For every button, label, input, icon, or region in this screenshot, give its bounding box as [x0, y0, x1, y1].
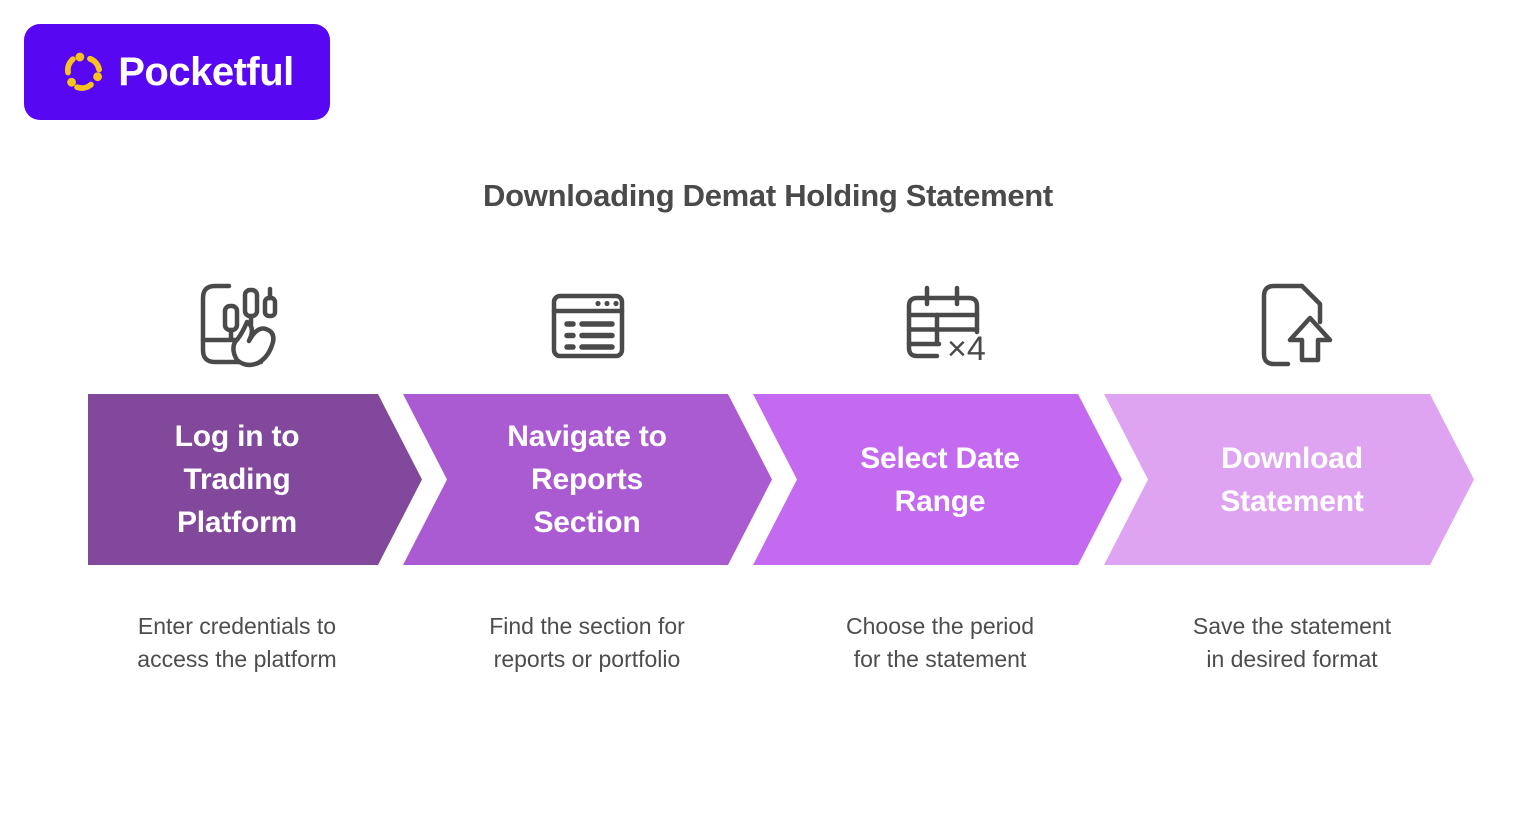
pocketful-mark-icon — [65, 52, 103, 91]
step-chevron-4 — [1104, 394, 1474, 565]
step-chevron-2 — [403, 394, 772, 565]
trading-app-icon — [200, 283, 278, 368]
step-description-2: Find the section for reports or portfoli… — [489, 613, 685, 672]
step-label-3: Select Date Range — [860, 441, 1020, 518]
date-range-calendar-icon: ×4 — [906, 285, 986, 368]
step-description-1: Enter credentials to access the platform — [137, 613, 337, 672]
step-chevron-3 — [753, 394, 1122, 565]
calendar-x4-badge: ×4 — [947, 330, 986, 368]
brand-logo: Pocketful — [24, 24, 330, 120]
step-label-4: Download Statement — [1220, 441, 1364, 518]
step-description-3: Choose the period for the statement — [846, 613, 1034, 672]
brand-name: Pocketful — [118, 49, 294, 94]
step-label-2: Navigate to Reports Section — [507, 420, 667, 539]
step-chevron-1 — [88, 394, 422, 565]
reports-window-icon — [551, 293, 625, 359]
step-description-4: Save the statement in desired format — [1192, 613, 1392, 672]
step-label-1: Log in to Trading Platform — [174, 420, 300, 539]
page-title: Downloading Demat Holding Statement — [483, 178, 1053, 213]
download-document-icon — [1261, 283, 1333, 367]
